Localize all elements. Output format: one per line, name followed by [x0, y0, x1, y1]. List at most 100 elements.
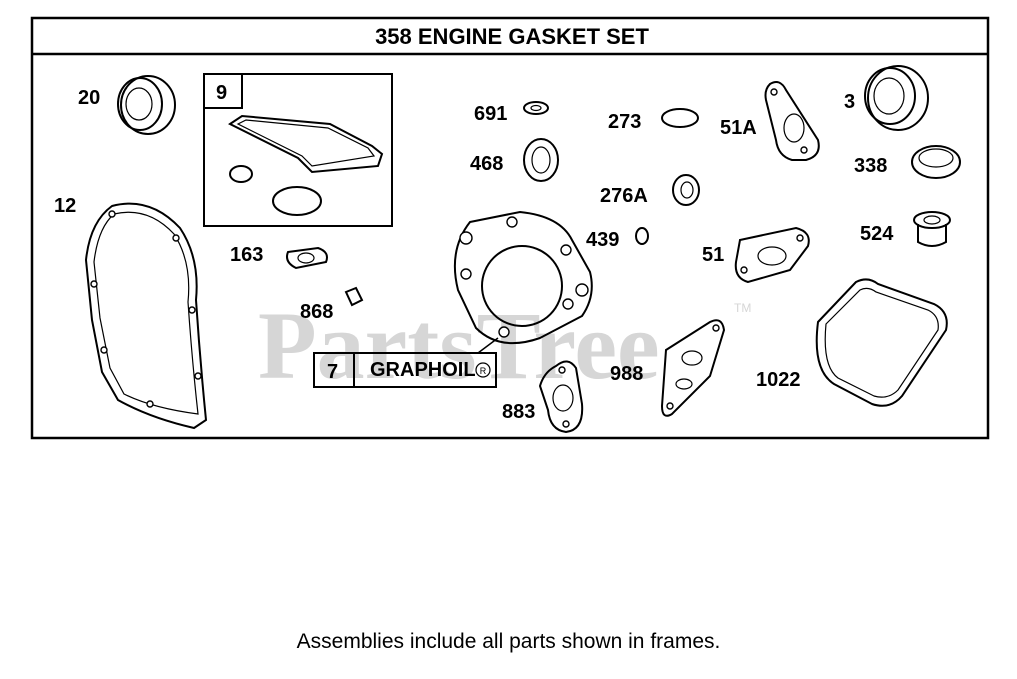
seal-468-inner	[531, 146, 551, 174]
label-3: 3	[844, 91, 855, 113]
gasket-hole	[90, 280, 98, 288]
part-988: 988	[610, 319, 726, 417]
gasket-988-port	[681, 350, 703, 366]
part-273: 273	[608, 108, 699, 133]
o-ring-part	[272, 186, 322, 216]
head-bolt-hole	[506, 216, 518, 228]
gasket-883-part	[538, 360, 584, 434]
crankcase-gasket-part	[84, 202, 208, 430]
head-bolt-hole	[459, 231, 473, 245]
part-691: 691	[474, 101, 549, 125]
seal-276a-inner	[680, 181, 694, 199]
part-276a: 276A	[600, 174, 700, 207]
gasket-988-hole	[712, 324, 720, 332]
frame-9-box	[203, 73, 393, 227]
gasket-883-port	[552, 384, 574, 412]
seal-3-face	[864, 67, 916, 125]
small-seal-part	[229, 165, 253, 183]
washer-439-part	[635, 227, 649, 245]
part-868: 868	[300, 286, 364, 323]
head-bolt-hole	[560, 244, 572, 256]
frame-9-label: 9	[216, 82, 227, 104]
frame-9-label-box	[203, 73, 243, 109]
valve-cover-gasket-inner	[236, 119, 376, 167]
frame-7: 7 GRAPHOIL R	[313, 337, 499, 388]
gasket-988-port	[675, 378, 693, 390]
frame-7-label: 7	[327, 361, 338, 383]
gasket-51a-hole	[770, 88, 778, 96]
part-439: 439	[586, 227, 649, 251]
label-439: 439	[586, 229, 619, 251]
label-51: 51	[702, 244, 724, 266]
gasket-51a-hole	[800, 146, 808, 154]
gasket-hole	[194, 372, 202, 380]
gasket-163-port	[297, 252, 315, 264]
label-1022: 1022	[756, 369, 801, 391]
seal-20-face	[117, 77, 163, 131]
rocker-cover-gasket-part	[815, 278, 948, 407]
label-276a: 276A	[600, 185, 648, 207]
graphoil-text: GRAPHOIL	[370, 359, 476, 381]
part-1022: 1022	[756, 278, 948, 407]
registered-mark-icon	[475, 362, 491, 378]
plug-524-body	[917, 224, 947, 247]
seal-20-outer	[120, 75, 176, 135]
part-338: 338	[854, 145, 961, 179]
label-468: 468	[470, 153, 503, 175]
gasket-163-part	[286, 246, 328, 270]
diagram-frame	[30, 16, 990, 440]
gasket-hole	[146, 400, 154, 408]
gasket-883-hole	[562, 420, 570, 428]
rocker-cover-gasket-inner	[824, 287, 939, 398]
head-bolt-hole	[460, 268, 472, 280]
seal-468-outer	[523, 138, 559, 182]
head-bolt-hole	[562, 298, 574, 310]
gasket-51-hole	[796, 234, 804, 242]
label-338: 338	[854, 155, 887, 177]
gasket-988-part	[660, 319, 726, 417]
diagram-title: 358 ENGINE GASKET SET	[375, 24, 649, 49]
gasket-hole	[188, 306, 196, 314]
frame-7-box	[313, 352, 497, 388]
gasket-988-hole	[666, 402, 674, 410]
head-gasket	[453, 210, 593, 345]
part-468: 468	[470, 138, 559, 182]
label-524: 524	[860, 223, 894, 245]
gasket-51-port	[757, 246, 787, 266]
label-988: 988	[610, 363, 643, 385]
gasket-273-part	[661, 108, 699, 128]
seal-20-inner	[125, 87, 153, 121]
plug-524-hole	[923, 215, 941, 225]
gasket-51a-part	[764, 81, 820, 161]
head-gasket-outline	[453, 210, 593, 345]
gasket-51a-port	[783, 113, 805, 143]
label-883: 883	[502, 401, 535, 423]
head-bolt-hole	[498, 326, 510, 338]
plug-524-top	[913, 211, 951, 229]
seal-338-inner	[918, 148, 954, 168]
gasket-51-part	[734, 226, 810, 284]
gasket-883-hole	[558, 366, 566, 374]
frame-9: 9	[203, 73, 393, 227]
part-524: 524	[860, 211, 951, 247]
label-163: 163	[230, 244, 263, 266]
gasket-hole	[108, 210, 116, 218]
head-gasket-bore	[481, 245, 563, 327]
label-20: 20	[78, 87, 100, 109]
registered-mark: R	[480, 366, 487, 376]
crankcase-gasket-inner	[93, 211, 199, 415]
seal-276a-outer	[672, 174, 700, 206]
washer-691-hole	[530, 104, 542, 112]
footnote: Assemblies include all parts shown in fr…	[296, 630, 721, 653]
seal-338-outer	[911, 145, 961, 179]
gasket-hole	[172, 234, 180, 242]
watermark-text: PartsTree	[258, 292, 660, 399]
part-20: 20	[78, 75, 176, 135]
part-12: 12	[54, 195, 208, 430]
washer-691-part	[523, 101, 549, 115]
part-51a: 51A	[720, 81, 820, 161]
gasket-hole	[100, 346, 108, 354]
label-273: 273	[608, 111, 641, 133]
part-163: 163	[230, 244, 328, 270]
